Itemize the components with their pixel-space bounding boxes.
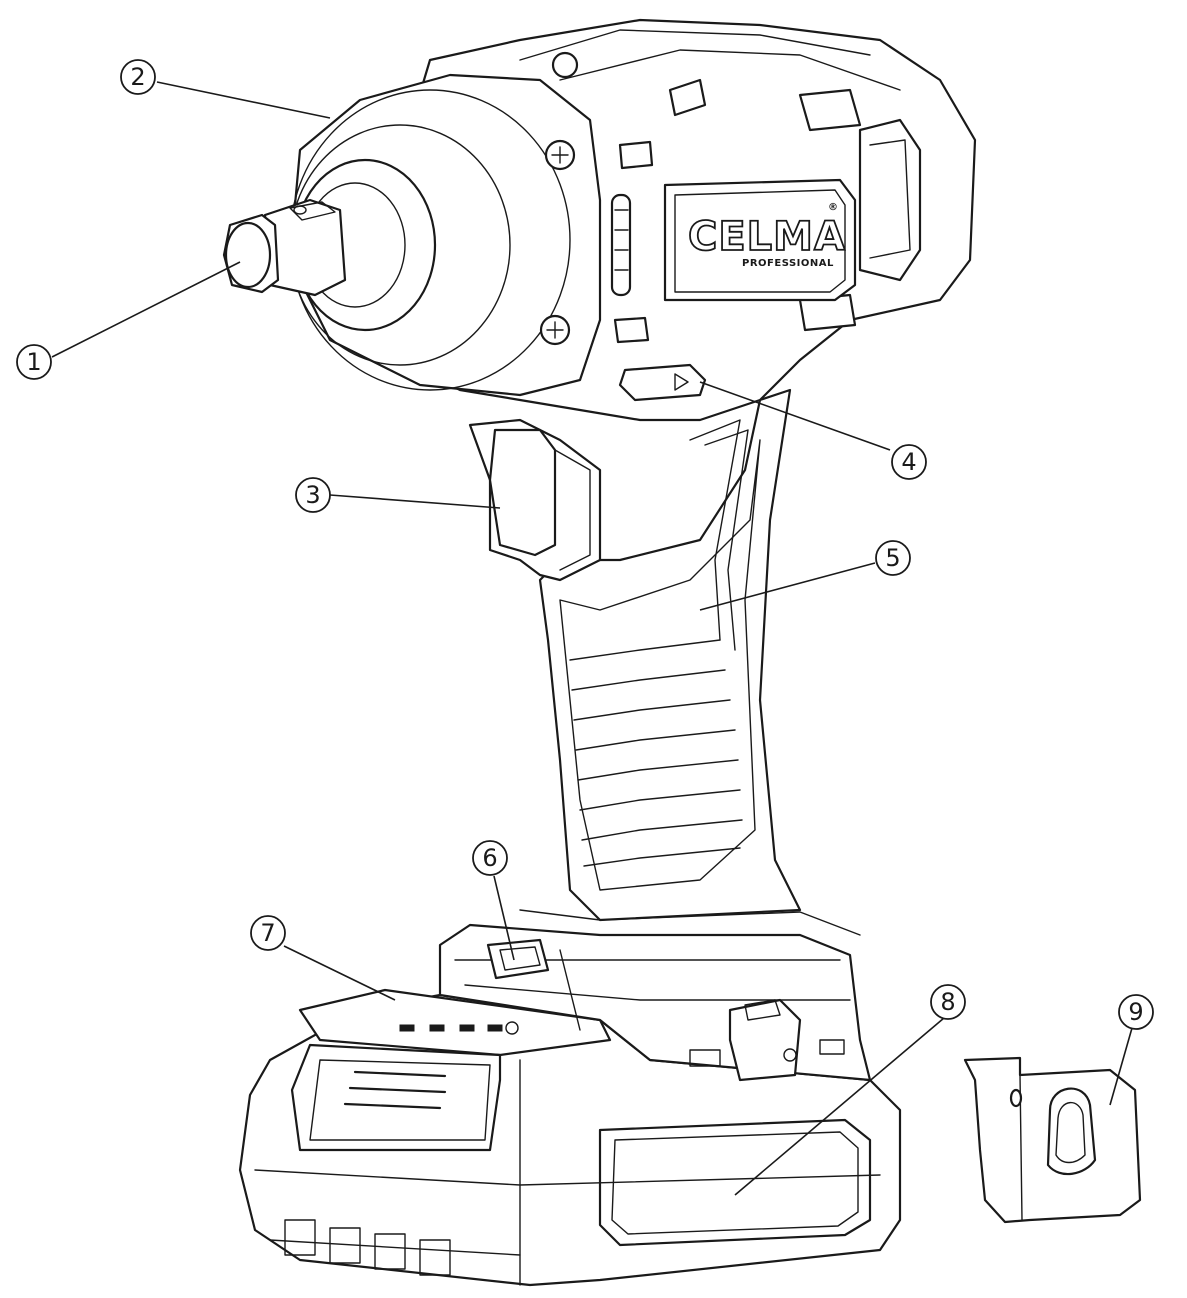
callout-2-label: 2 (130, 63, 145, 91)
callout-8-label: 8 (940, 988, 955, 1016)
callout-3-label: 3 (305, 481, 320, 509)
belt-clip (963, 1056, 1142, 1224)
callout-7-label: 7 (260, 919, 275, 947)
callout-1-label: 1 (26, 348, 41, 376)
housing-vents (613, 78, 862, 344)
battery-vents (343, 1070, 447, 1110)
battery-feet (284, 1219, 451, 1276)
housing-screws (539, 51, 579, 346)
callout-2: 2 (120, 59, 156, 95)
callout-4: 4 (891, 444, 927, 480)
anvil-square-drive (222, 198, 347, 297)
callout-1: 1 (16, 344, 52, 380)
callout-6: 6 (472, 840, 508, 876)
battery-latch (689, 998, 845, 1082)
handle-grip (519, 388, 861, 936)
callout-9-label: 9 (1128, 998, 1143, 1026)
forward-reverse-switch (618, 363, 707, 402)
callout-3: 3 (295, 477, 331, 513)
callout-4-label: 4 (901, 448, 916, 476)
battery-pack (238, 923, 902, 1287)
led-work-light (486, 938, 550, 980)
callout-6-label: 6 (482, 844, 497, 872)
trigger (468, 418, 602, 582)
callout-7: 7 (250, 915, 286, 951)
brand-registered-mark: ® (828, 202, 839, 213)
callout-9: 9 (1118, 994, 1154, 1030)
brand-subtitle: PROFESSIONAL (742, 258, 834, 269)
callout-5: 5 (875, 540, 911, 576)
leader-lines (51, 81, 1133, 1196)
callout-5-label: 5 (885, 544, 900, 572)
brand-logo-text: CELMA (688, 214, 846, 260)
callout-8: 8 (930, 984, 966, 1020)
grip-ribs (569, 639, 743, 867)
fuel-gauge-indicator (399, 1021, 519, 1035)
